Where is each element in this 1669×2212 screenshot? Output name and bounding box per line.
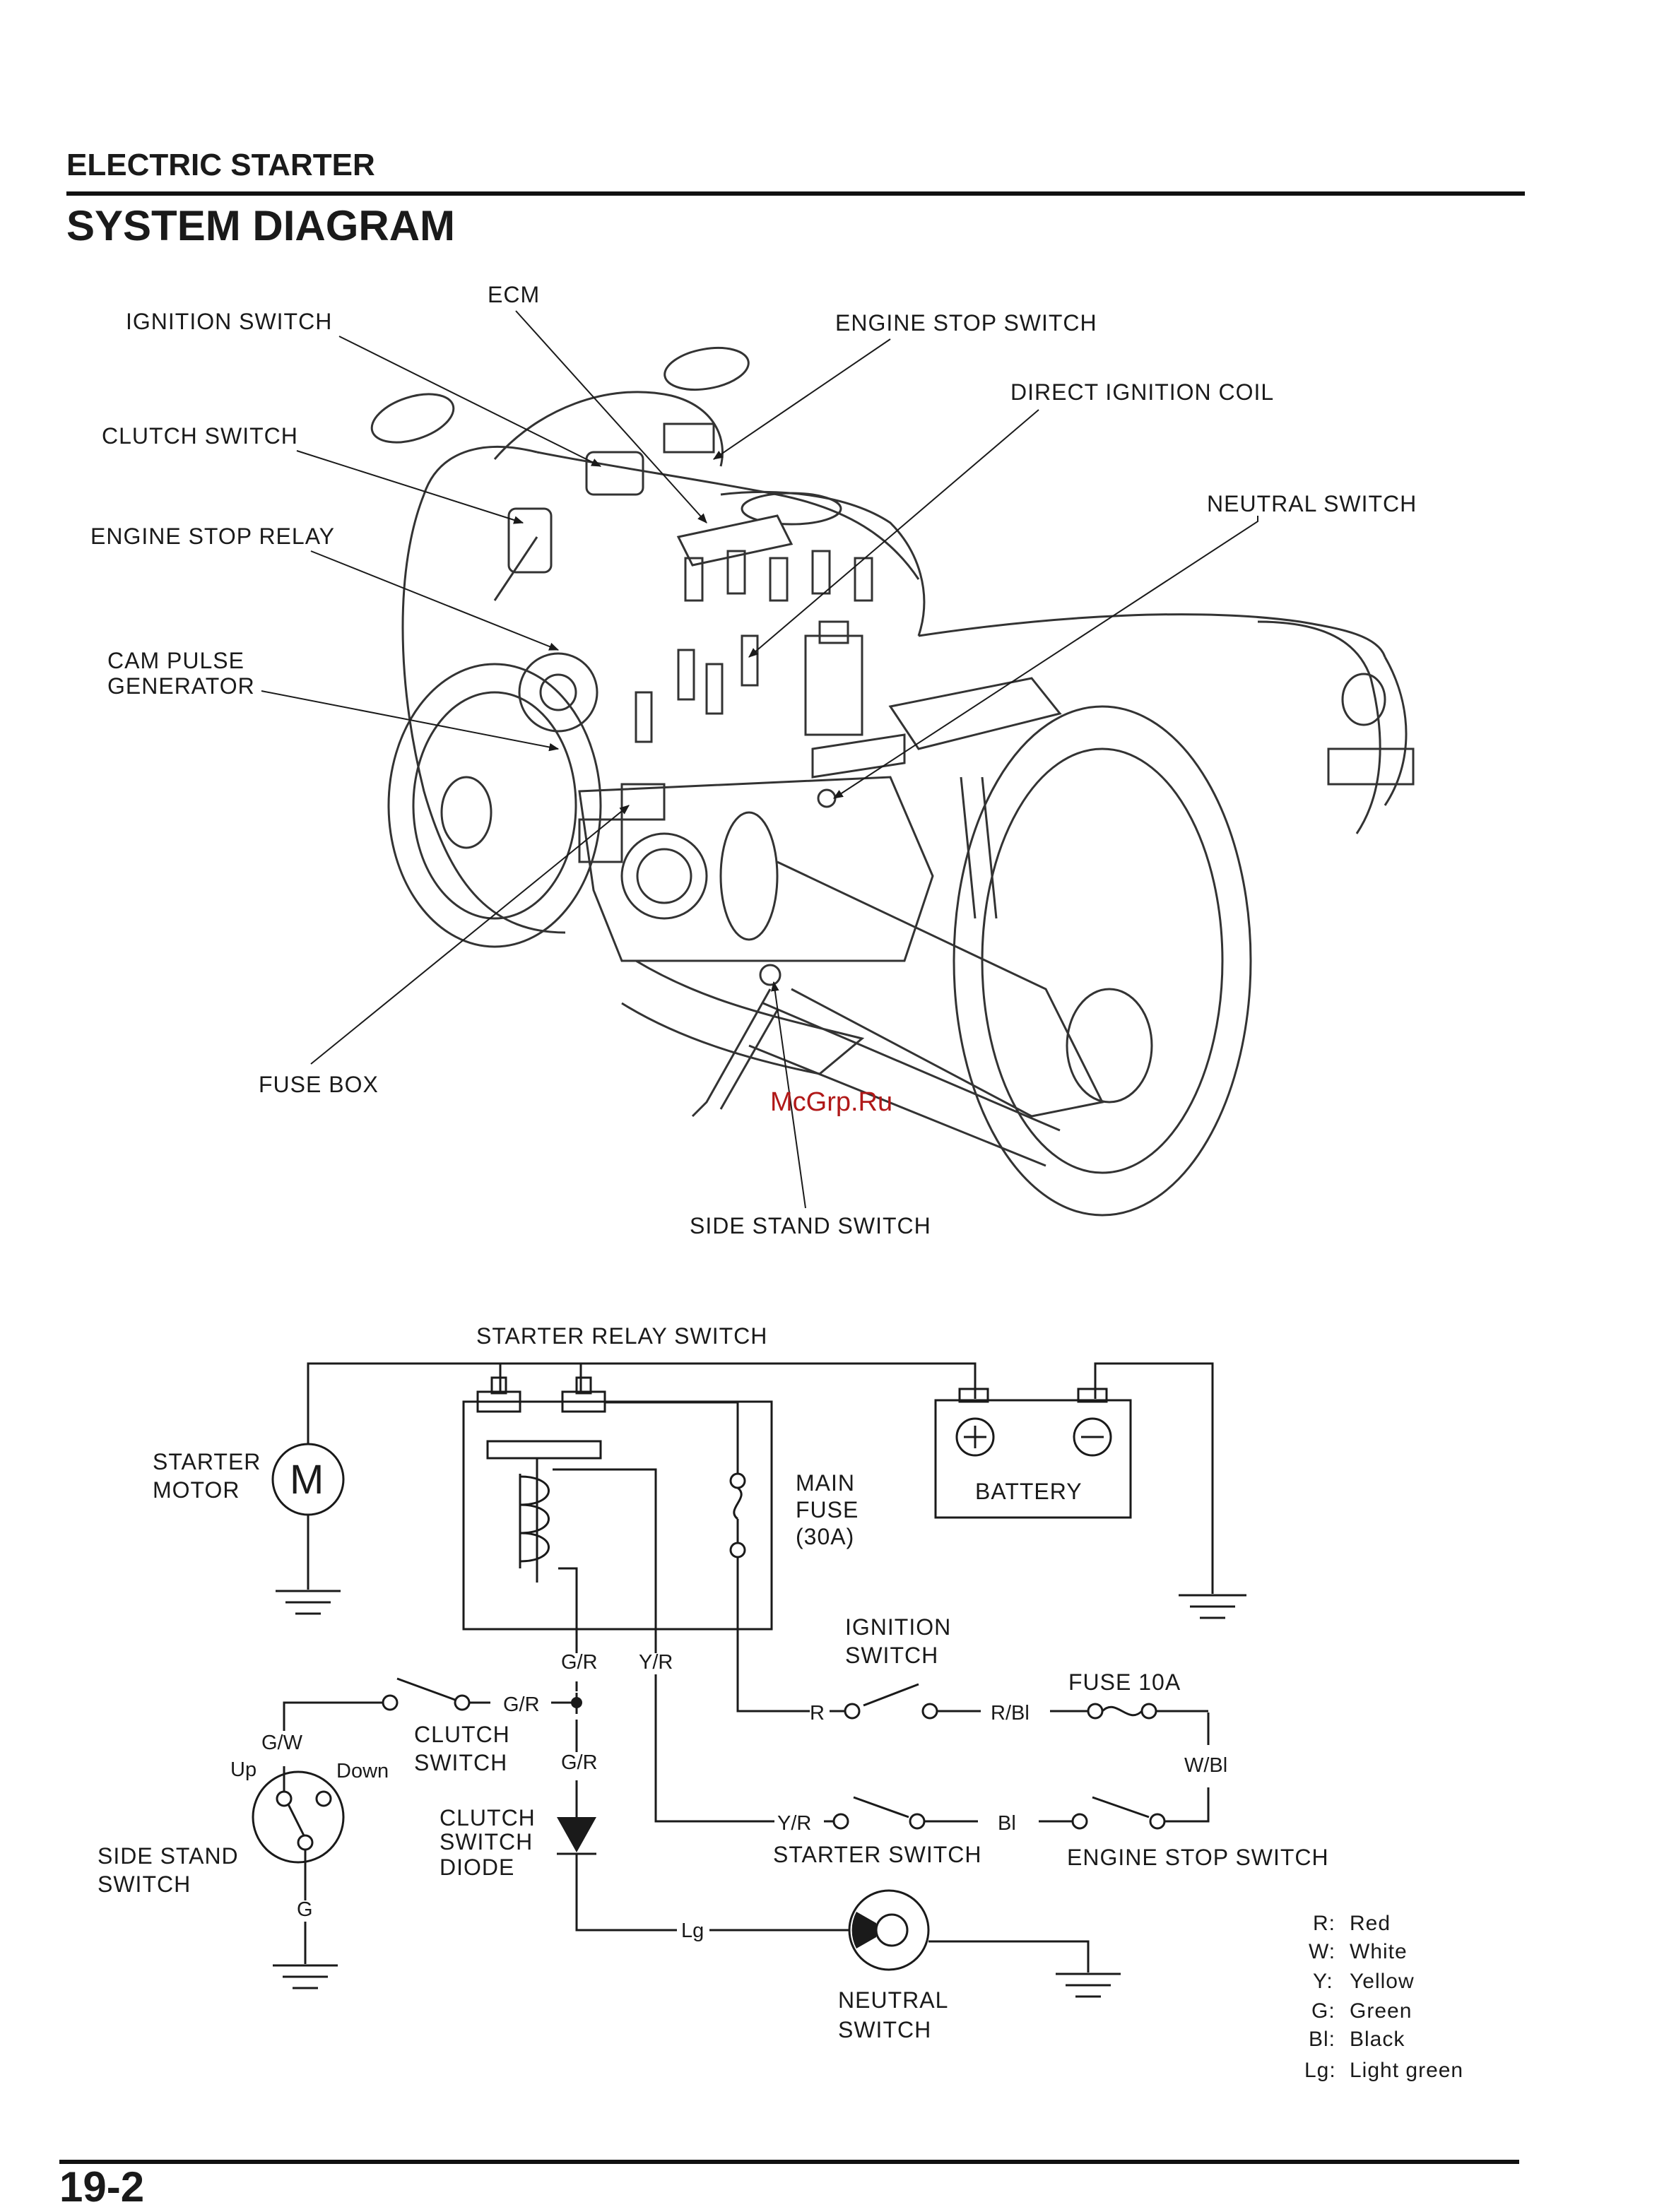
callout-engine-stop-switch: ENGINE STOP SWITCH — [835, 310, 1097, 336]
label-clutch-diode-line3: DIODE — [440, 1855, 514, 1880]
label-clutch-switch-line1: CLUTCH — [414, 1722, 510, 1747]
wire-yr-starter: Y/R — [777, 1812, 811, 1835]
wire-bl: Bl — [998, 1812, 1016, 1835]
label-fuse-10a: FUSE 10A — [1068, 1669, 1181, 1695]
legend-code: W: — [1309, 1940, 1335, 1963]
label-neutral-switch-line2: SWITCH — [838, 2017, 931, 2042]
label-battery: BATTERY — [975, 1479, 1083, 1504]
wire-gr-relay: G/R — [561, 1651, 598, 1674]
wire-r: R — [810, 1702, 825, 1725]
label-clutch-diode-line2: SWITCH — [440, 1829, 533, 1855]
wire-yr-relay: Y/R — [639, 1651, 673, 1674]
callout-cam-pulse-line1: CAM PULSE — [107, 648, 244, 673]
starter-relay-box — [462, 1400, 773, 1631]
legend-name: Red — [1350, 1912, 1391, 1935]
label-ignition-switch-line1: IGNITION — [845, 1614, 951, 1640]
label-engine-stop-switch: ENGINE STOP SWITCH — [1067, 1845, 1329, 1870]
label-starter-relay-switch: STARTER RELAY SWITCH — [476, 1323, 767, 1349]
wire-wbl: W/Bl — [1184, 1754, 1227, 1777]
neutral-switch-symbol — [848, 1889, 930, 1971]
side-stand-switch-symbol — [252, 1770, 345, 1864]
label-main-fuse-line3: (30A) — [796, 1524, 854, 1549]
page-number: 19-2 — [59, 2163, 144, 2208]
callout-neutral-switch: NEUTRAL SWITCH — [1207, 491, 1417, 516]
wire-rbl: R/Bl — [991, 1702, 1030, 1725]
label-side-stand-line1: SIDE STAND — [98, 1843, 239, 1869]
watermark: McGrp.Ru — [770, 1087, 892, 1117]
wire-gr-clutch: G/R — [503, 1693, 540, 1716]
label-side-stand-line2: SWITCH — [98, 1871, 191, 1897]
legend-name: Light green — [1350, 2059, 1463, 2082]
battery-box — [934, 1399, 1132, 1519]
wire-g: G — [297, 1898, 313, 1921]
label-starter-motor-line1: STARTER — [153, 1449, 261, 1474]
label-starter-motor-line2: MOTOR — [153, 1477, 240, 1503]
callout-engine-stop-relay: ENGINE STOP RELAY — [90, 524, 335, 549]
label-main-fuse-line2: FUSE — [796, 1497, 859, 1522]
wiring-diagram: M — [252, 1362, 1246, 1998]
section-heading: ELECTRIC STARTER — [66, 148, 375, 182]
legend-code: Lg: — [1304, 2059, 1336, 2082]
motor-m-glyph: M — [290, 1457, 324, 1503]
legend-name: Yellow — [1350, 1970, 1415, 1993]
label-clutch-switch-line2: SWITCH — [414, 1750, 507, 1775]
legend-name: Black — [1350, 2028, 1405, 2051]
label-main-fuse-line1: MAIN — [796, 1470, 855, 1496]
callout-ecm: ECM — [488, 282, 540, 307]
label-clutch-diode-line1: CLUTCH — [440, 1805, 536, 1830]
legend-name: Green — [1350, 1999, 1412, 2023]
label-neutral-switch-line1: NEUTRAL — [838, 1987, 948, 2013]
legend-name: White — [1350, 1940, 1408, 1963]
legend-code: R: — [1313, 1912, 1335, 1935]
page-title: SYSTEM DIAGRAM — [66, 202, 455, 249]
legend-code: Bl: — [1309, 2028, 1335, 2051]
callout-ignition-switch: IGNITION SWITCH — [126, 309, 332, 334]
callout-clutch-switch: CLUTCH SWITCH — [102, 423, 298, 449]
motorcycle-illustration — [370, 347, 1415, 1217]
label-ignition-switch-line2: SWITCH — [845, 1643, 938, 1668]
label-down: Down — [336, 1760, 389, 1782]
callout-leaders — [261, 310, 1258, 1209]
clutch-diode-symbol — [557, 1817, 596, 1852]
callout-fuse-box: FUSE BOX — [259, 1072, 379, 1097]
label-starter-switch: STARTER SWITCH — [773, 1842, 981, 1867]
wire-gr-diode: G/R — [561, 1751, 598, 1774]
legend-code: G: — [1311, 1999, 1335, 2023]
legend-code: Y: — [1313, 1970, 1333, 1993]
callout-direct-ignition-coil: DIRECT IGNITION COIL — [1010, 379, 1274, 405]
wire-lg: Lg — [681, 1920, 704, 1942]
wire-gw: G/W — [261, 1732, 303, 1754]
label-up: Up — [230, 1758, 256, 1781]
wire-color-legend: R: Red W: White Y: Yellow G: Green Bl: B… — [1304, 1912, 1463, 2082]
callout-cam-pulse-line2: GENERATOR — [107, 673, 255, 699]
callout-side-stand-switch: SIDE STAND SWITCH — [690, 1213, 931, 1238]
